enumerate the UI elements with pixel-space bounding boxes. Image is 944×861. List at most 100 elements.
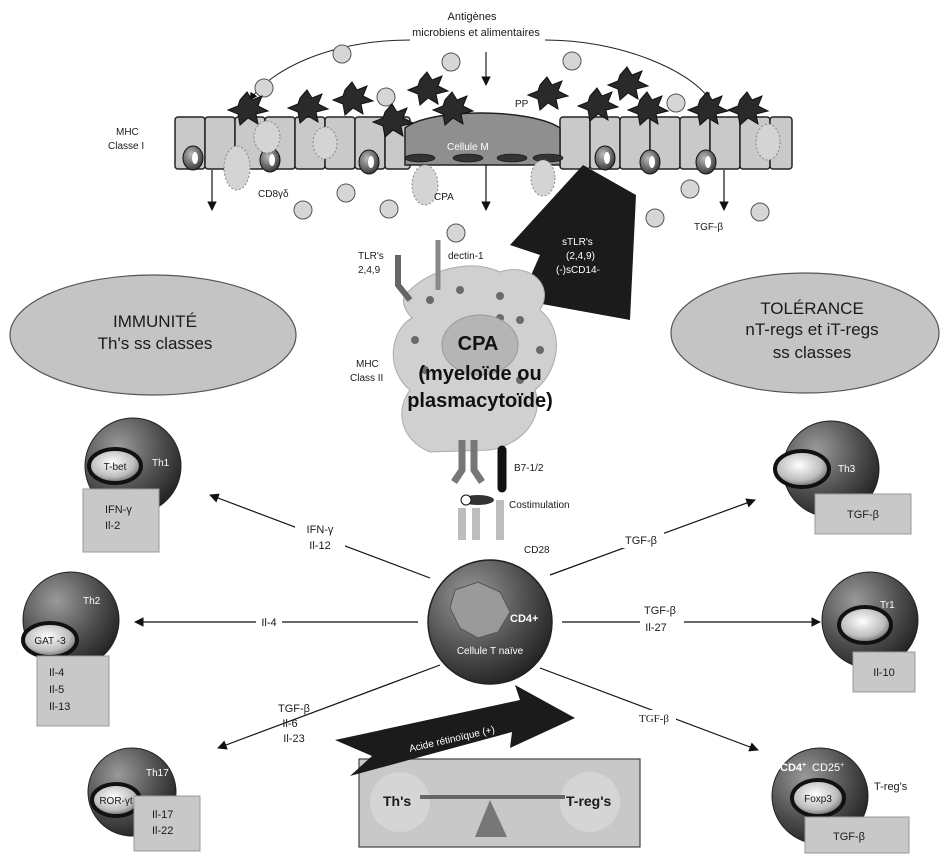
treg-tf: Foxp3 [804, 794, 832, 805]
tlr-receptor [395, 255, 413, 302]
mhc-class2-label-2: Class II [350, 373, 383, 384]
treg-cytokine-1: TGF-β [833, 831, 865, 843]
treg-name: T-reg's [874, 781, 908, 793]
cpa-label-3: plasmacytoïde) [407, 390, 553, 412]
th3-cytokine-box [814, 493, 912, 535]
speckled-cells [223, 120, 781, 206]
m-cell-label: Cellule M [447, 142, 489, 153]
th17-name: Th17 [146, 768, 169, 779]
naive-t-cell-nucleus [449, 581, 511, 639]
costimulation-label: Costimulation [509, 500, 570, 511]
th2-name: Th2 [83, 596, 101, 607]
th1-arrow-label-1: IFN-γ [307, 524, 334, 536]
tr1-cytokine-box [852, 651, 916, 693]
tgf-top-label: TGF-β [694, 222, 723, 233]
cpa-nucleus [441, 314, 519, 376]
immunity-title: IMMUNITÉ [113, 312, 197, 331]
balance-fulcrum [475, 800, 507, 837]
th2-cytokine-box [36, 655, 110, 727]
tr1-name: Tr1 [880, 600, 895, 611]
th2-arrow-label: Il-4 [261, 617, 276, 629]
b7-label: B7-1/2 [514, 463, 544, 474]
th3-nucleus [773, 449, 831, 489]
tolerance-subtitle: nT-regs et iT-regs [745, 320, 878, 339]
treg-cytokine-box [804, 816, 910, 854]
cpa-label-1: CPA [458, 333, 499, 355]
th1-nucleus [87, 447, 143, 485]
th17-tf: ROR-γt [99, 796, 133, 807]
th1-name: Th1 [152, 458, 170, 469]
arrow-to-th17 [217, 664, 441, 750]
th17-cytokine-box [133, 795, 201, 852]
tolerance-subtitle-2: ss classes [773, 343, 851, 362]
epithelium-down-arrows [207, 165, 729, 211]
tr1-cytokine-1: Il-10 [873, 667, 894, 679]
treg-marker-cd25: CD25+ [812, 762, 844, 774]
tr1-nucleus [837, 605, 893, 645]
balance-left-circle [370, 772, 430, 832]
th1-cytokine-2: Il-2 [105, 520, 120, 532]
retinoic-acid-arrow [335, 685, 575, 776]
tolerance-title: TOLÉRANCE [760, 299, 864, 318]
stlr-label-3: (-)sCD14- [556, 265, 600, 276]
th1-arrow-label-2: Il-12 [309, 540, 330, 552]
dectin-label: dectin-1 [448, 251, 484, 262]
nuclei-highlights [192, 152, 711, 168]
treg-nucleus [790, 778, 846, 818]
th1-arrow-label-bg [295, 522, 345, 556]
antigen-arrow-right [544, 39, 711, 101]
th1-cytokine-box [82, 488, 160, 553]
tr1-arrow-label-1: TGF-β [644, 605, 676, 617]
th2-cytokine-3: Il-13 [49, 701, 70, 713]
treg-marker-cd4: CD4+ [780, 762, 806, 774]
mhc2-molecule [451, 440, 485, 484]
th2-cytokine-1: Il-4 [49, 667, 64, 679]
mhc-class2-label-1: MHC [356, 359, 379, 370]
antigen-particles [254, 44, 770, 243]
balance-right-label: T-reg's [566, 793, 612, 809]
th17-arrow-label-1: TGF-β [278, 703, 310, 715]
th3-arrow-label: TGF-β [625, 535, 657, 547]
stlr-arrow [510, 165, 636, 320]
peptide-end [460, 494, 472, 506]
balance-right-circle [560, 772, 620, 832]
cpa-granules [411, 286, 544, 384]
cpa-label-2: (myeloïde ou [418, 363, 541, 385]
pp-label: PP [515, 99, 529, 110]
th3-name: Th3 [838, 464, 856, 475]
cd8-label: CD8γδ [258, 189, 289, 200]
immunity-subtitle: Th's ss classes [98, 334, 213, 353]
th1-tf: T-bet [104, 462, 127, 473]
mhc-class1-label-1: MHC [116, 127, 139, 138]
stlr-label-1: sTLR's [562, 237, 593, 248]
tolerance-ellipse [670, 272, 940, 394]
tr1-arrow-label-2: Il-27 [645, 622, 666, 634]
treg-arrow-label-bg [632, 710, 676, 726]
naive-cd4-label: CD4+ [510, 613, 538, 625]
naive-t-cell-label: Cellule T naïve [457, 646, 524, 657]
balance-left-label: Th's [383, 793, 411, 809]
th3-cytokine-1: TGF-β [847, 509, 879, 521]
cpa-small-label: CPA [434, 192, 454, 203]
th2-arrow-label-bg [256, 615, 282, 629]
tlr-label-2: 2,4,9 [358, 265, 381, 276]
th17-cytokine-2: Il-22 [152, 825, 173, 837]
th1-cytokine-1: IFN-γ [105, 504, 132, 516]
treg-arrow-label: TGF-β [639, 713, 669, 725]
th17-arrow-label-3: Il-23 [283, 733, 304, 745]
th3-arrow-label-bg [620, 532, 664, 548]
tcr [458, 508, 480, 540]
immunity-ellipse [9, 274, 297, 396]
th17-cytokine-1: Il-17 [152, 809, 173, 821]
tlr-label-1: TLR's [358, 251, 384, 262]
antigens-label-1: Antigènes [448, 11, 497, 23]
th17-arrow-label-2: Il-6 [282, 718, 297, 730]
tr1-arrow-label-bg [640, 603, 684, 637]
cd28-label: CD28 [524, 545, 550, 556]
antigens-label-2: microbiens et alimentaires [412, 27, 540, 39]
th2-tf: GAT -3 [34, 636, 66, 647]
stlr-label-2: (2,4,9) [566, 251, 595, 262]
mhc-class1-label-2: Classe I [108, 141, 144, 152]
microbial-antigens [226, 66, 770, 138]
